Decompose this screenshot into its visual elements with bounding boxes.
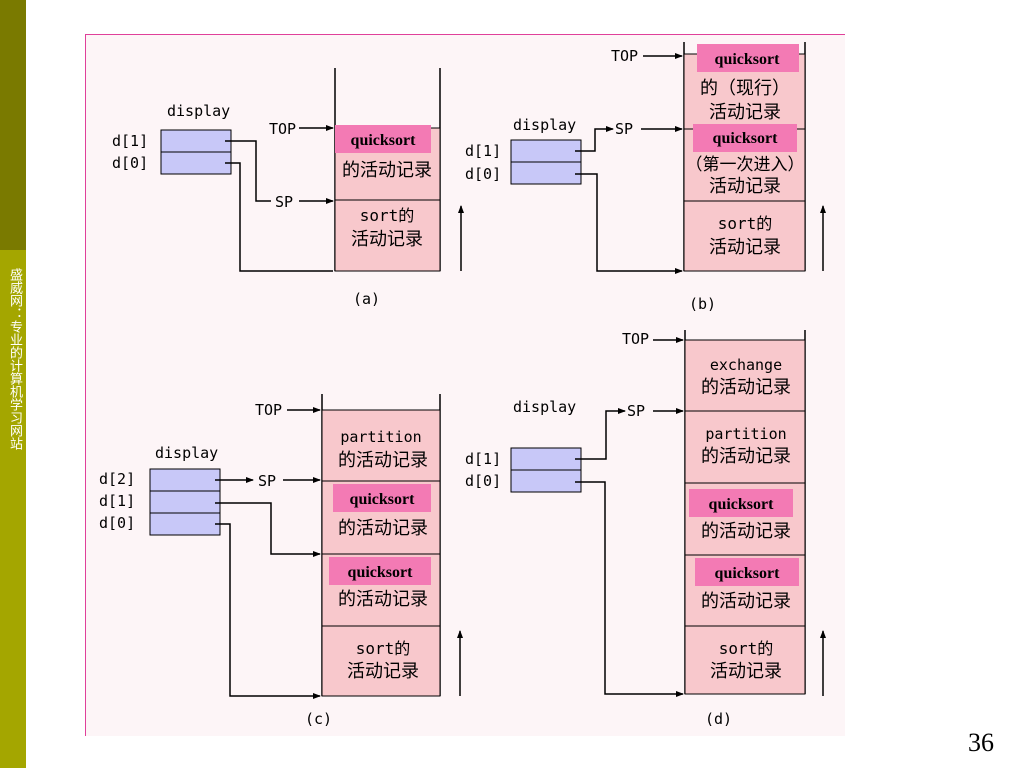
a-sort-record (334, 199, 441, 272)
d-record-label-1: 的活动记录 (701, 591, 791, 612)
c-quicksort-highlight-1 (329, 557, 431, 585)
d-caption: (d) (705, 710, 732, 728)
c-display-slot-0 (149, 512, 221, 536)
d-d1-label: d[1] (465, 450, 501, 468)
d-partition-record-label: 的活动记录 (701, 446, 791, 467)
b-display-slot-0 (510, 161, 582, 185)
a-caption: (a) (353, 290, 380, 308)
a-d1-label: d[1] (112, 132, 148, 150)
c-quicksort-highlight-2 (333, 484, 431, 512)
d-exchange-record (684, 339, 806, 412)
b-first-label-2: 活动记录 (709, 176, 781, 197)
c-d1-label: d[1] (99, 492, 135, 510)
d-display-label: display (513, 398, 576, 416)
c-partition-record-label: 的活动记录 (338, 450, 428, 471)
d-exchange-label: exchange (710, 356, 782, 374)
b-current-label-2: 活动记录 (709, 102, 781, 123)
c-display-slot-2 (149, 468, 221, 492)
c-partition-record (321, 409, 441, 482)
b-d1-label: d[1] (465, 142, 501, 160)
c-display-slot-1 (149, 490, 221, 514)
c-d0-label: d[0] (99, 514, 135, 532)
b-sort-label-1: sort的 (718, 214, 773, 233)
a-quicksort-highlight (335, 125, 431, 153)
a-top-label: TOP (269, 120, 296, 138)
a-sp-label: SP (275, 193, 293, 211)
sidebar-site-text: 盛威网：专业的计算机学习网站 (7, 268, 22, 450)
b-sort-record (683, 200, 806, 272)
d-quicksort-label-1: quicksort (715, 565, 781, 582)
c-top-label: TOP (255, 401, 282, 419)
b-display-label: display (513, 116, 576, 134)
d-partition-label: partition (705, 425, 786, 443)
b-first-label-1: （第一次进入） (686, 155, 805, 175)
a-sort-label-1: sort的 (360, 206, 415, 225)
a-sort-label-2: 活动记录 (351, 229, 423, 250)
d-d0-label: d[0] (465, 472, 501, 490)
b-sp-label: SP (615, 120, 633, 138)
d-sort-label-1: sort的 (719, 639, 774, 658)
b-current-label-1: 的（现行） (700, 78, 790, 99)
a-display-slot-1 (160, 129, 232, 153)
a-d0-label: d[0] (112, 154, 148, 172)
d-sp-label: SP (627, 402, 645, 420)
b-quicksort-highlight-2 (693, 124, 797, 152)
panel-c: partition 的活动记录 quicksort 的活动记录 quicksor… (99, 394, 463, 728)
c-record-label-1: 的活动记录 (338, 589, 428, 610)
page-number: 36 (968, 728, 994, 757)
b-quicksort-label-1: quicksort (715, 51, 781, 68)
sidebar-top-band (0, 0, 26, 250)
c-quicksort-label-2: quicksort (350, 491, 416, 508)
b-sort-label-2: 活动记录 (709, 237, 781, 258)
c-sort-label-2: 活动记录 (347, 661, 419, 682)
activation-record-diagram: quicksort 的活动记录 sort的 活动记录 display d[1] … (99, 42, 826, 728)
d-record-label-2: 的活动记录 (701, 521, 791, 542)
c-quicksort-label-1: quicksort (348, 564, 414, 581)
frame-left-border (85, 34, 86, 736)
panel-b: quicksort 的（现行） 活动记录 quicksort （第一次进入） 活… (465, 42, 826, 313)
c-sort-record (321, 625, 441, 697)
c-partition-label: partition (340, 428, 421, 446)
d-top-label: TOP (622, 330, 649, 348)
panel-d: exchange 的活动记录 partition 的活动记录 quicksort… (465, 330, 826, 728)
c-record-label-2: 的活动记录 (338, 518, 428, 539)
d-partition-record (684, 410, 806, 484)
c-sort-label-1: sort的 (356, 639, 411, 658)
d-exchange-record-label: 的活动记录 (701, 377, 791, 398)
frame-top-border (85, 34, 845, 35)
b-caption: (b) (689, 295, 716, 313)
b-top-label: TOP (611, 47, 638, 65)
d-sort-label-2: 活动记录 (710, 661, 782, 682)
d-display-slot-1 (510, 447, 582, 471)
a-quicksort-record-label: 的活动记录 (342, 160, 432, 181)
d-quicksort-highlight-1 (695, 558, 799, 586)
d-display-slot-0 (510, 469, 582, 493)
b-quicksort-label-2: quicksort (713, 130, 779, 147)
a-quicksort-label: quicksort (351, 132, 417, 149)
c-display-label: display (155, 444, 218, 462)
c-caption: (c) (305, 710, 332, 728)
d-sort-record (684, 625, 806, 695)
c-d2-label: d[2] (99, 470, 135, 488)
b-d0-label: d[0] (465, 165, 501, 183)
b-display-slot-1 (510, 139, 582, 163)
d-quicksort-highlight-2 (689, 489, 793, 517)
b-quicksort-highlight-1 (697, 44, 799, 72)
panel-a: quicksort 的活动记录 sort的 活动记录 display d[1] … (112, 68, 464, 308)
a-display-label: display (167, 102, 230, 120)
d-quicksort-label-2: quicksort (709, 496, 775, 513)
a-display-slot-0 (160, 151, 232, 175)
sidebar: 盛威网：专业的计算机学习网站 (0, 0, 26, 768)
c-sp-label: SP (258, 472, 276, 490)
